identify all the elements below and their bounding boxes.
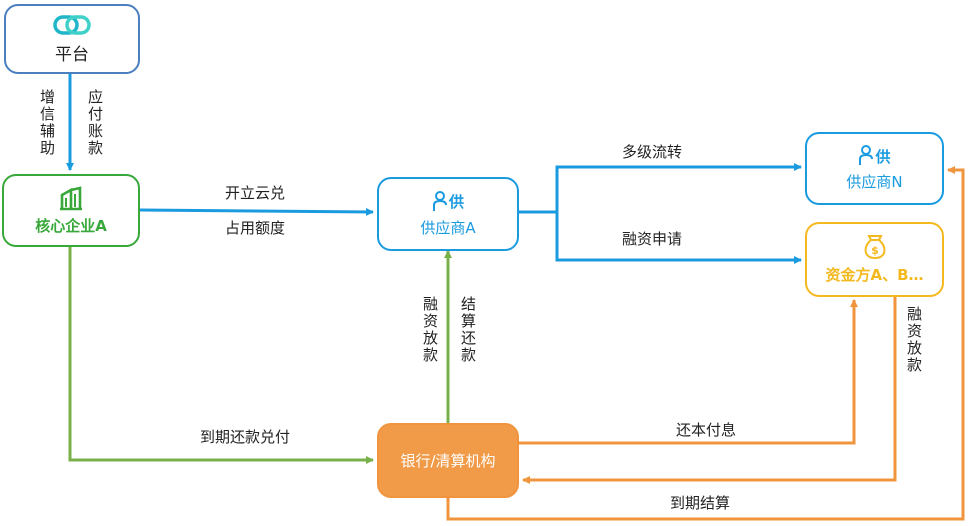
arrow-core-to-supplier-a [139, 207, 374, 216]
edge-label-credit-assist: 增信辅助 [38, 89, 56, 157]
platform-logo-icon [53, 14, 91, 35]
edge-label-settle-repay: 结算还款 [459, 296, 477, 364]
edge-label-multi-transfer: 多级流转 [622, 143, 683, 161]
person-icon [859, 145, 874, 165]
edge-label-due-repay: 到期还款兑付 [200, 428, 291, 446]
node-platform: 平台 [4, 4, 140, 74]
edge-label-issue-yundui: 开立云兑 [225, 184, 286, 202]
supplier-badge-icon: 供 [875, 147, 891, 166]
node-funder-label: 资金方A、B… [825, 266, 924, 284]
edge-label-repay-principal: 还本付息 [676, 421, 737, 439]
node-supplier-a-label: 供应商A [420, 218, 476, 237]
edge-label-due-settle: 到期结算 [670, 494, 731, 512]
node-core-enterprise-label: 核心企业A [35, 217, 107, 235]
node-bank-label: 银行/清算机构 [400, 452, 496, 470]
supplier-badge-icon: 供 [448, 193, 464, 211]
node-bank: 银行/清算机构 [377, 423, 519, 498]
arrow-funder-to-bank [522, 297, 897, 484]
node-supplier-n-label: 供应商N [846, 173, 903, 191]
arrow-bank-to-funder [519, 299, 858, 445]
edge-label-finance-release-right: 融资放款 [905, 306, 923, 374]
edge-label-use-quota: 占用额度 [225, 219, 286, 237]
arrow-bank-to-supplier-n [446, 166, 965, 521]
node-supplier-a: 供 供应商A [377, 177, 519, 251]
node-supplier-n: 供 供应商N [805, 132, 944, 205]
money-bag-symbol: $ [871, 244, 879, 257]
person-icon [432, 190, 447, 211]
node-funder: $ 资金方A、B… [805, 222, 944, 297]
edge-label-finance-apply: 融资申请 [622, 230, 683, 248]
money-bag-icon: $ [864, 235, 885, 260]
arrow-core-to-bank [68, 247, 374, 464]
arrow-to-funder [555, 212, 802, 264]
building-icon [60, 186, 82, 211]
edge-label-finance-release-left: 融资放款 [421, 296, 439, 364]
edge-label-payable: 应付账款 [86, 89, 104, 157]
node-platform-label: 平台 [55, 44, 89, 65]
node-core-enterprise: 核心企业A [2, 174, 140, 247]
